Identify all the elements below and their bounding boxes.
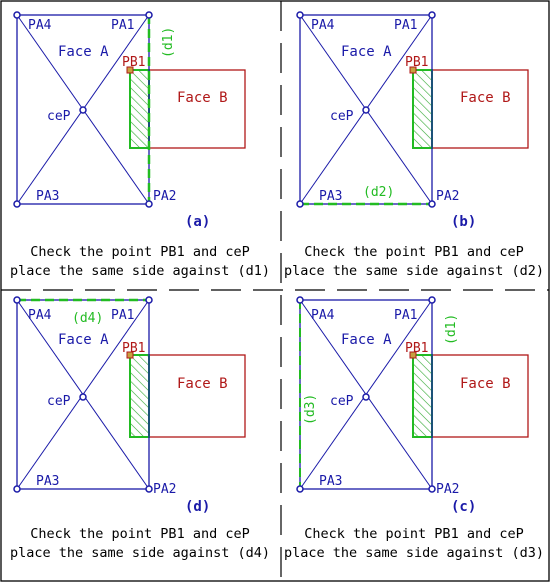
label-pa2: PA2	[153, 482, 176, 497]
label-pa3: PA3	[319, 474, 342, 489]
panel-d: PA4 PA1 Face A PB1 Face B ceP PA3 PA2 (d…	[10, 296, 270, 561]
label-face-b: Face B	[177, 376, 228, 392]
label-face-a: Face A	[341, 332, 392, 348]
corner-markers	[296, 11, 436, 208]
label-pa4: PA4	[28, 18, 52, 33]
label-pb1: PB1	[405, 341, 428, 356]
panel-c: PA4 PA1 Face A PB1 Face B ceP PA3 PA2 (d…	[284, 296, 544, 561]
corner-markers	[296, 296, 436, 493]
face-a-rect	[16, 14, 150, 205]
caption-line-2: place the same side against (d2)	[284, 263, 544, 279]
label-face-b: Face B	[460, 90, 511, 106]
dim-label-extra: (d1)	[444, 314, 459, 345]
dim-label: (d4)	[72, 311, 103, 326]
pb1-marker	[126, 351, 134, 359]
caption-line-1: Check the point PB1 and ceP	[304, 526, 523, 542]
label-pa1: PA1	[111, 18, 134, 33]
caption-line-1: Check the point PB1 and ceP	[30, 244, 249, 260]
panel-a: PA4 PA1 Face A PB1 Face B ceP PA3 PA2 (d…	[10, 11, 270, 279]
label-pa1: PA1	[394, 308, 417, 323]
label-pa2: PA2	[436, 482, 459, 497]
label-pa2: PA2	[153, 189, 176, 204]
hatched-overlap	[129, 69, 150, 149]
label-pa1: PA1	[111, 308, 134, 323]
panel-letter: (c)	[451, 499, 476, 515]
panel-b: PA4 PA1 Face A PB1 Face B ceP PA3 PA2 (d…	[284, 11, 544, 279]
label-pa2: PA2	[436, 189, 459, 204]
caption-line-2: place the same side against (d1)	[10, 263, 270, 279]
panel-letter: (a)	[185, 214, 210, 230]
dim-label: (d2)	[363, 185, 394, 200]
corner-markers	[13, 296, 153, 493]
label-pa3: PA3	[36, 474, 59, 489]
label-pa4: PA4	[311, 18, 335, 33]
caption-line-1: Check the point PB1 and ceP	[30, 526, 249, 542]
label-pa3: PA3	[319, 189, 342, 204]
label-pa4: PA4	[28, 308, 52, 323]
label-cep: ceP	[330, 109, 354, 124]
hatched-overlap	[412, 354, 433, 438]
face-a-rect	[299, 14, 433, 205]
pb1-marker	[126, 66, 134, 74]
label-face-a: Face A	[58, 44, 109, 60]
caption-line-2: place the same side against (d4)	[10, 545, 270, 561]
label-cep: ceP	[47, 394, 71, 409]
caption-line-2: place the same side against (d3)	[284, 545, 544, 561]
label-pa1: PA1	[394, 18, 417, 33]
pb1-marker	[409, 66, 417, 74]
label-pb1: PB1	[405, 55, 428, 70]
label-face-a: Face A	[58, 332, 109, 348]
label-face-a: Face A	[341, 44, 392, 60]
label-pb1: PB1	[122, 341, 145, 356]
caption-line-1: Check the point PB1 and ceP	[304, 244, 523, 260]
label-cep: ceP	[330, 394, 354, 409]
label-pa4: PA4	[311, 308, 335, 323]
label-pa3: PA3	[36, 189, 59, 204]
dim-label: (d3)	[303, 394, 318, 425]
label-cep: ceP	[47, 109, 71, 124]
panel-letter: (d)	[185, 499, 210, 515]
pb1-marker	[409, 351, 417, 359]
hatched-overlap	[412, 69, 433, 149]
dim-label: (d1)	[161, 27, 176, 58]
label-pb1: PB1	[122, 55, 145, 70]
corner-markers	[13, 11, 153, 208]
hatched-overlap	[129, 354, 150, 438]
face-a-rect	[16, 299, 150, 490]
face-a-rect	[299, 299, 433, 490]
panel-letter: (b)	[451, 214, 476, 230]
label-face-b: Face B	[177, 90, 228, 106]
label-face-b: Face B	[460, 376, 511, 392]
